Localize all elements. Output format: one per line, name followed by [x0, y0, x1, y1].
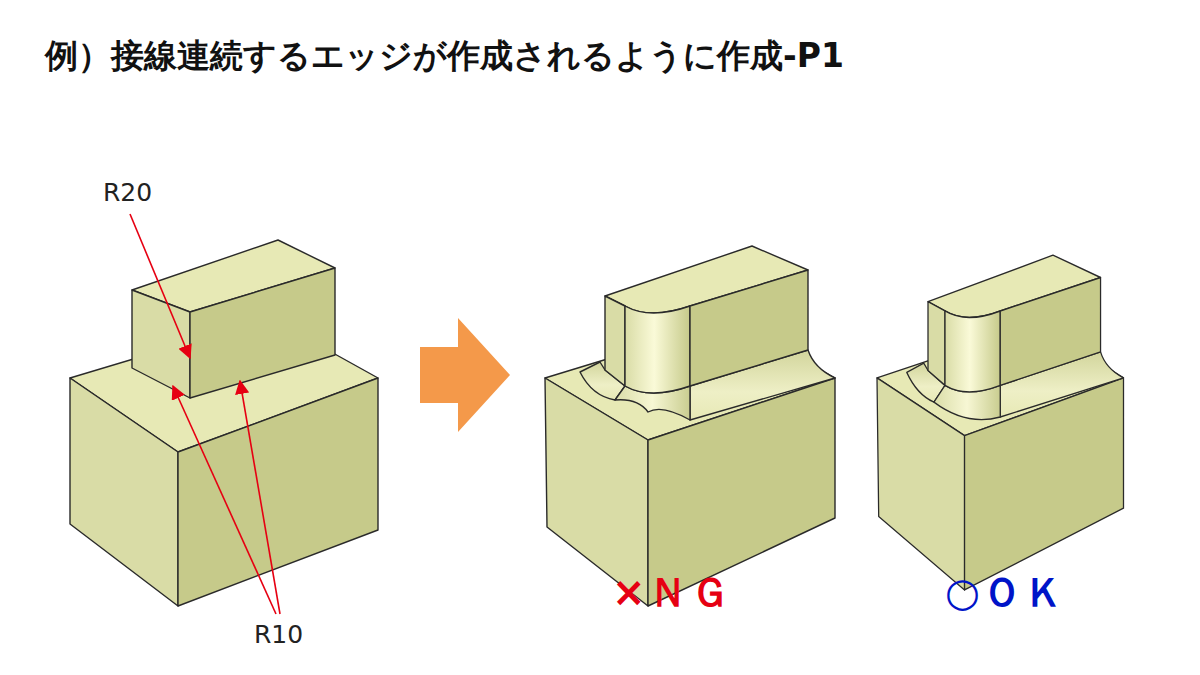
leader-lines	[130, 214, 280, 614]
slide-title: 例）接線連続するエッジが作成されるように作成-P1	[45, 34, 844, 79]
upper-front	[1000, 278, 1100, 386]
upper-front	[190, 268, 335, 398]
upper-front	[690, 270, 808, 386]
upper-left	[605, 296, 625, 386]
round-corner	[625, 306, 690, 393]
radius-label: R20	[103, 178, 152, 207]
stepped-block	[70, 240, 378, 606]
round-corner	[945, 311, 1000, 392]
leader-line	[240, 381, 280, 614]
ok-block	[877, 255, 1124, 590]
ng-block	[545, 246, 835, 606]
radius-label: R10	[254, 620, 303, 649]
result-label: ×ＮＧ	[612, 565, 732, 620]
result-label: ○ＯＫ	[945, 565, 1066, 620]
upper-left	[132, 290, 190, 398]
base-front	[178, 378, 378, 606]
process-arrow	[420, 318, 510, 432]
leader-line	[130, 214, 190, 358]
base-left	[70, 378, 178, 606]
upper-left	[928, 302, 945, 386]
